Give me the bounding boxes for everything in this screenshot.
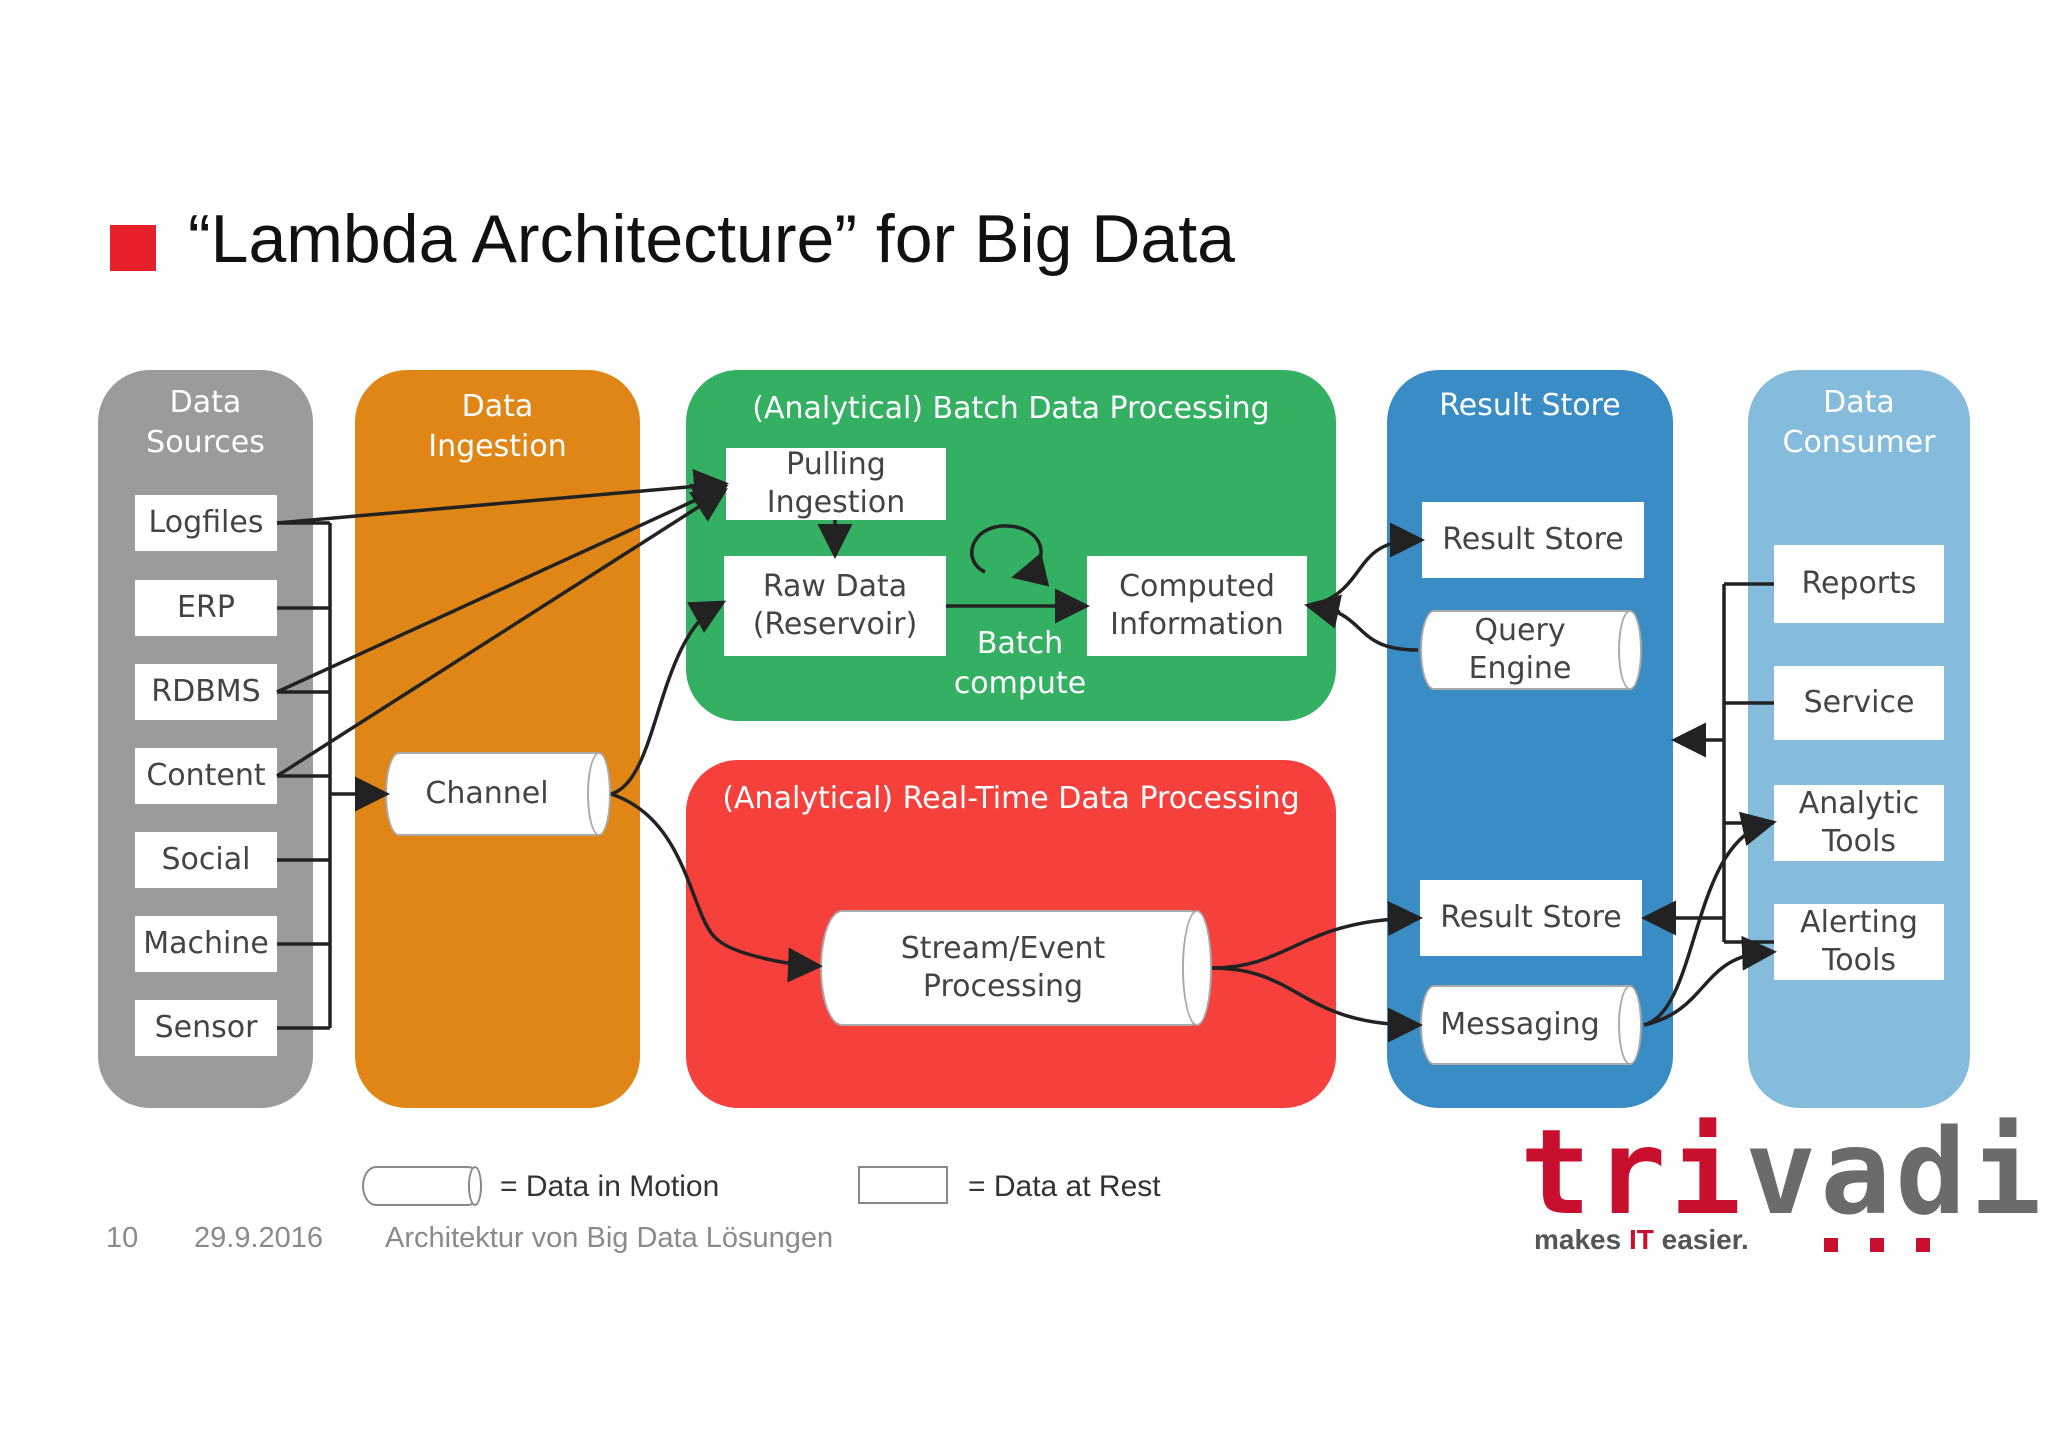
batch-title: (Analytical) Batch Data Processing [752, 391, 1270, 426]
result-store-bottom-box: Result Store [1420, 880, 1642, 956]
stream-processing-label: Stream/Event Processing [900, 931, 1106, 1004]
lane-data-ingestion [355, 370, 640, 1108]
computed-line2: Information [1110, 607, 1284, 642]
logo-part-2: vadis [1745, 1103, 2048, 1241]
computed-line1: Computed [1119, 569, 1275, 604]
consumer-title: Data Consumer [1748, 383, 1970, 463]
pulling-line1: Pulling [786, 447, 886, 482]
trivadis-logo: trivadis [1520, 1112, 2048, 1232]
sources-title-line2: Sources [146, 425, 265, 460]
batch-compute-line1: Batch [976, 626, 1064, 661]
consumer-reports-box: Reports [1774, 545, 1944, 623]
alerting-line2: Tools [1822, 943, 1896, 978]
source-rdbms: RDBMS [135, 664, 277, 720]
ingestion-title: Data Ingestion [355, 387, 640, 467]
analytic-line1: Analytic [1798, 786, 1920, 821]
consumer-analytic-tools-box: Analytic Tools [1774, 785, 1944, 861]
messaging-cylinder: Messaging [1420, 985, 1642, 1065]
source-sensor: Sensor [135, 1000, 277, 1056]
source-machine: Machine [135, 916, 277, 972]
channel-label: Channel [425, 776, 549, 811]
batch-compute-line2: compute [953, 666, 1087, 701]
consumer-title-line1: Data [1823, 385, 1895, 420]
ingestion-title-line1: Data [461, 389, 534, 424]
consumer-alerting-tools-box: Alerting Tools [1774, 904, 1944, 980]
source-logfiles: Logfiles [135, 495, 277, 551]
raw-data-line1: Raw Data [762, 569, 908, 604]
legend-rest-box [858, 1166, 948, 1204]
consumer-title-line2: Consumer [1782, 425, 1936, 460]
consumer-service-box: Service [1774, 666, 1944, 740]
source-erp: ERP [135, 580, 277, 636]
tagline-part-1: makes [1534, 1224, 1629, 1255]
computed-information-box: Computed Information [1087, 556, 1307, 656]
batch-compute-label: Batch compute [940, 624, 1100, 704]
footer-page-number: 10 [106, 1222, 139, 1254]
realtime-title: (Analytical) Real-Time Data Processing [722, 781, 1300, 816]
logo-dot-1 [1824, 1238, 1838, 1252]
result-title: Result Store [1439, 388, 1621, 423]
raw-data-line2: (Reservoir) [752, 607, 918, 642]
raw-data-box: Raw Data (Reservoir) [724, 556, 946, 656]
sources-title: Data Sources [98, 383, 313, 463]
sources-title-line1: Data [169, 385, 242, 420]
pulling-ingestion-box: Pulling Ingestion [726, 447, 946, 520]
analytic-line2: Tools [1822, 824, 1896, 859]
legend-motion-cylinder [362, 1166, 482, 1206]
stream-processing-cylinder: Stream/Event Processing [820, 910, 1212, 1026]
logo-part-1: tri [1520, 1103, 1746, 1241]
pulling-line2: Ingestion [766, 485, 906, 520]
query-line2: Engine [1468, 651, 1572, 686]
source-content: Content [135, 748, 277, 804]
footer-subtitle: Architektur von Big Data Lösungen [385, 1222, 834, 1254]
logo-tagline: makes IT easier. [1534, 1224, 1749, 1256]
query-line1: Query [1474, 613, 1566, 648]
ingestion-title-line2: Ingestion [428, 429, 567, 464]
tagline-part-2: easier. [1653, 1224, 1749, 1255]
slide-title: “Lambda Architecture” for Big Data [188, 201, 1235, 277]
lane-data-sources [98, 370, 313, 1108]
query-engine-cylinder: Query Engine [1420, 610, 1642, 690]
footer-date: 29.9.2016 [194, 1222, 324, 1254]
alerting-line1: Alerting [1800, 905, 1918, 940]
lane-batch-processing [686, 370, 1336, 721]
tagline-it: IT [1628, 1224, 1654, 1255]
legend-rest-label: = Data at Rest [968, 1170, 1161, 1203]
result-store-top-box: Result Store [1422, 502, 1644, 578]
channel-cylinder: Channel [385, 752, 611, 836]
source-social: Social [135, 832, 277, 888]
logo-dot-2 [1870, 1238, 1884, 1252]
messaging-label: Messaging [1440, 1007, 1600, 1042]
title-bullet [110, 225, 156, 271]
logo-dot-3 [1916, 1238, 1930, 1252]
legend-motion-label: = Data in Motion [500, 1170, 720, 1203]
query-engine-label: Query Engine [1420, 610, 1620, 690]
